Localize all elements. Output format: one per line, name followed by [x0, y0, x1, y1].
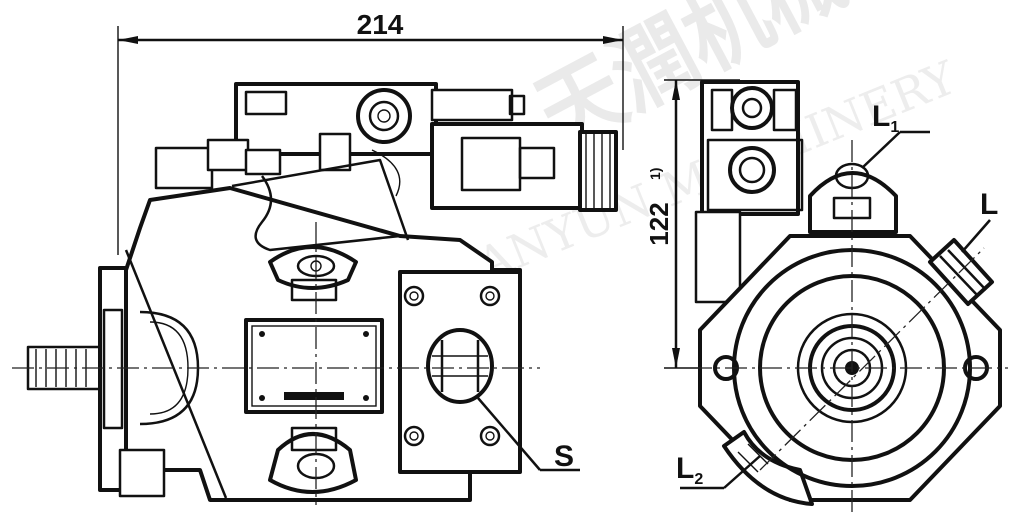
dimension-length: 214 [117, 9, 624, 255]
callout-l: L [961, 188, 998, 253]
controller-valve [154, 82, 618, 252]
port-label-l: L [980, 188, 998, 221]
port-label-l1: L1 [872, 100, 899, 136]
port-label-l2: L2 [676, 452, 703, 488]
side-view [12, 82, 618, 505]
front-view [690, 80, 1008, 512]
dimension-length-label: 214 [357, 9, 404, 40]
suction-port-side [426, 328, 494, 404]
drain-port-l2-boss [722, 430, 814, 506]
drain-port-side-top [268, 245, 358, 290]
dimension-height-label: 122 [644, 202, 674, 245]
callout-l2: L2 [676, 452, 761, 490]
drain-port-l-boss [928, 238, 994, 306]
dimension-height-note: 1) [647, 168, 663, 180]
port-label-s: S [554, 440, 574, 473]
drain-port-l1-boss [808, 171, 898, 234]
callout-l1: L1 [861, 100, 930, 169]
callout-suction: S [477, 397, 580, 473]
